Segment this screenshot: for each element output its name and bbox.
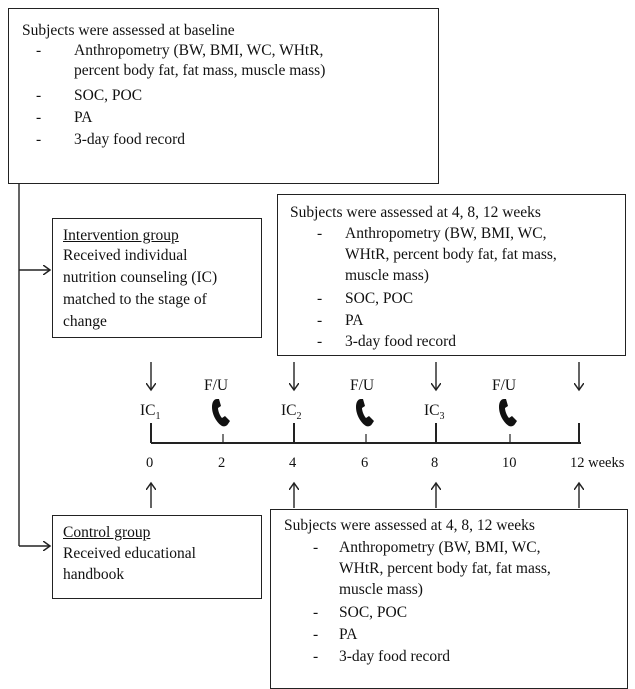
baseline-item-anthropometry: Anthropometry (BW, BMI, WC, WHtR, <box>74 42 324 59</box>
baseline-title: Subjects were assessed at baseline <box>22 22 235 39</box>
control-line: Received educational <box>63 545 196 562</box>
fu-label-week-6: F/U <box>350 377 375 394</box>
week-tick-label: 2 <box>218 455 226 471</box>
dash-marker: - <box>313 648 319 665</box>
week-tick-label: 8 <box>431 455 439 471</box>
dash-marker: - <box>36 109 42 126</box>
control-title: Control group <box>63 524 151 541</box>
dash-marker: - <box>317 333 323 350</box>
baseline-item-anthropometry-cont: percent body fat, fat mass, muscle mass) <box>74 62 326 79</box>
followup-bottom-item-soc-poc: SOC, POC <box>339 604 408 621</box>
followup-bottom-item-food-record: 3-day food record <box>339 648 451 665</box>
baseline-item-soc-poc: SOC, POC <box>74 87 143 104</box>
followup-assessment-box-top <box>277 194 626 356</box>
baseline-item-food-record: 3-day food record <box>74 131 186 148</box>
telephone-icon <box>356 399 374 427</box>
week-tick-label: 12 weeks <box>570 455 625 471</box>
followup-top-item-food-record: 3-day food record <box>345 333 457 350</box>
dash-marker: - <box>317 312 323 329</box>
baseline-assessment-box <box>8 8 439 184</box>
followup-bottom-item-pa: PA <box>339 626 358 643</box>
followup-top-item-soc-poc: SOC, POC <box>345 290 414 307</box>
dash-marker: - <box>313 626 319 643</box>
intervention-line: Received individual <box>63 247 188 264</box>
intervention-line: change <box>63 313 107 330</box>
telephone-icon <box>212 399 230 427</box>
ic-label-2: IC2 <box>281 402 302 423</box>
fu-label-week-10: F/U <box>492 377 517 394</box>
followup-top-item-anthropometry-cont: WHtR, percent body fat, fat mass, <box>345 246 557 263</box>
followup-assessment-box-bottom <box>270 509 628 689</box>
baseline-item-pa: PA <box>74 109 93 126</box>
followup-top-item-anthropometry: Anthropometry (BW, BMI, WC, <box>345 225 547 242</box>
intervention-line: matched to the stage of <box>63 291 207 308</box>
dash-marker: - <box>317 225 323 242</box>
dash-marker: - <box>313 539 319 556</box>
dash-marker: - <box>313 604 319 621</box>
ic-label-3: IC3 <box>424 402 445 423</box>
followup-bottom-item-anthropometry: Anthropometry (BW, BMI, WC, <box>339 539 541 556</box>
followup-top-item-anthropometry-cont: muscle mass) <box>345 267 429 284</box>
telephone-icon <box>499 399 517 427</box>
diagram-connectors <box>18 184 635 673</box>
dash-marker: - <box>36 87 42 104</box>
intervention-line: nutrition counseling (IC) <box>63 269 218 286</box>
followup-bottom-item-anthropometry-cont: WHtR, percent body fat, fat mass, <box>339 560 551 577</box>
week-tick-label: 10 <box>502 455 517 471</box>
dash-marker: - <box>317 290 323 307</box>
week-tick-label: 6 <box>361 455 369 471</box>
ic-label-1: IC1 <box>140 402 161 423</box>
followup-bottom-item-anthropometry-cont: muscle mass) <box>339 581 423 598</box>
followup-bottom-title: Subjects were assessed at 4, 8, 12 weeks <box>284 517 535 534</box>
week-tick-label: 4 <box>289 455 297 471</box>
control-group-box <box>52 515 262 599</box>
week-tick-label: 0 <box>146 455 154 471</box>
followup-top-title: Subjects were assessed at 4, 8, 12 weeks <box>290 204 541 221</box>
followup-top-item-pa: PA <box>345 312 364 329</box>
fu-label-week-2: F/U <box>204 377 229 394</box>
dash-marker: - <box>36 42 42 59</box>
control-line: handbook <box>63 566 125 583</box>
intervention-title: Intervention group <box>63 227 179 244</box>
intervention-group-box <box>52 218 262 338</box>
dash-marker: - <box>36 131 42 148</box>
